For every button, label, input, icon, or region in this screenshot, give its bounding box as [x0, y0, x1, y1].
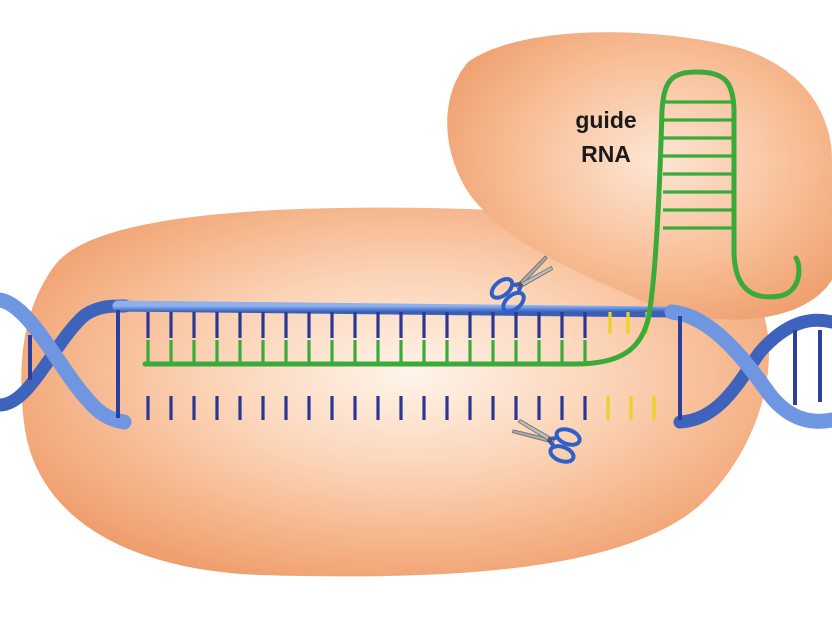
scissors-icon [489, 255, 554, 314]
dna-top-backbone [112, 300, 681, 318]
guide-rna-hairpin-rungs [663, 100, 733, 230]
scissors-icon [511, 419, 582, 464]
bottom-strand-bases [146, 396, 656, 420]
dna-helix-right-front [664, 304, 832, 429]
guide-rna-label-line1: guide [575, 107, 636, 133]
guide-rna-strand [142, 69, 802, 367]
dna-helix-rungs [28, 310, 822, 420]
dna-helix-left-front [0, 292, 132, 430]
guide-rna-label-line2: RNA [581, 141, 631, 167]
dna-helix-left-back [0, 299, 132, 412]
cas9-protein-main [21, 207, 770, 577]
dna-helix-right-back [673, 313, 832, 429]
guide-rna-bases [146, 340, 587, 362]
top-strand-bases [146, 312, 587, 338]
